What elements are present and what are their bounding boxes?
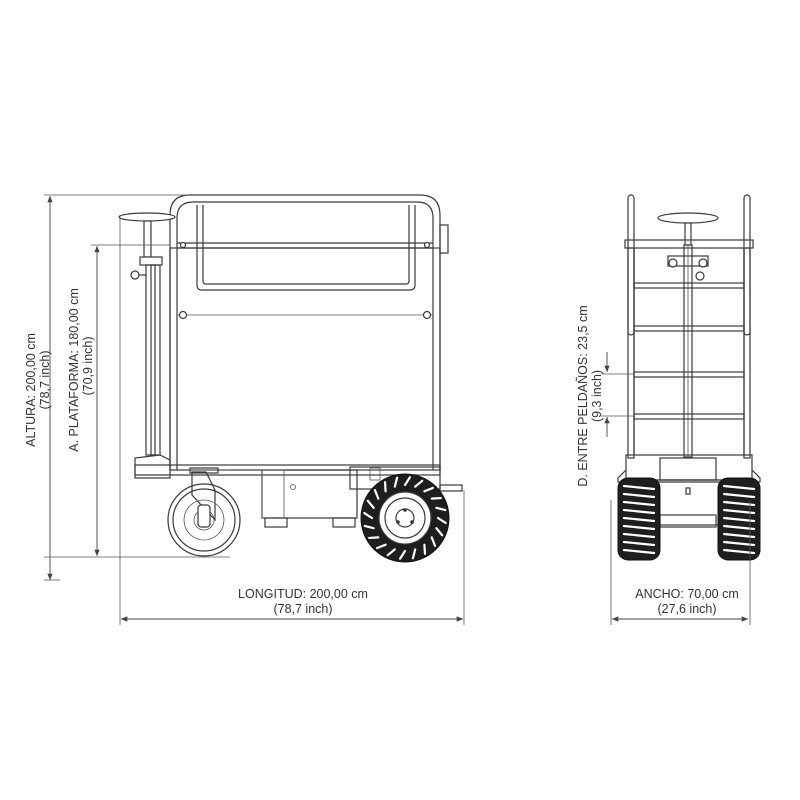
altura-inch: (78,7 inch): [38, 350, 52, 409]
plataforma-label: A. PLATAFORMA: 180,00 cm: [67, 288, 81, 451]
peldanos-label: D. ENTRE PELDAÑOS: 23,5 cm: [576, 305, 590, 486]
altura-label: ALTURA: 200,00 cm: [24, 333, 38, 447]
ancho-label: ANCHO: 70,00 cm: [635, 587, 739, 601]
peldanos-inch: (9,3 inch): [590, 370, 604, 422]
side-view: [118, 194, 463, 563]
longitud-label: LONGITUD: 200,00 cm: [238, 587, 368, 601]
dimension-lines: [44, 194, 751, 625]
front-view: [617, 194, 761, 561]
ancho-inch: (27,6 inch): [657, 602, 716, 616]
plataforma-inch: (70,9 inch): [81, 336, 95, 395]
longitud-inch: (78,7 inch): [273, 602, 332, 616]
